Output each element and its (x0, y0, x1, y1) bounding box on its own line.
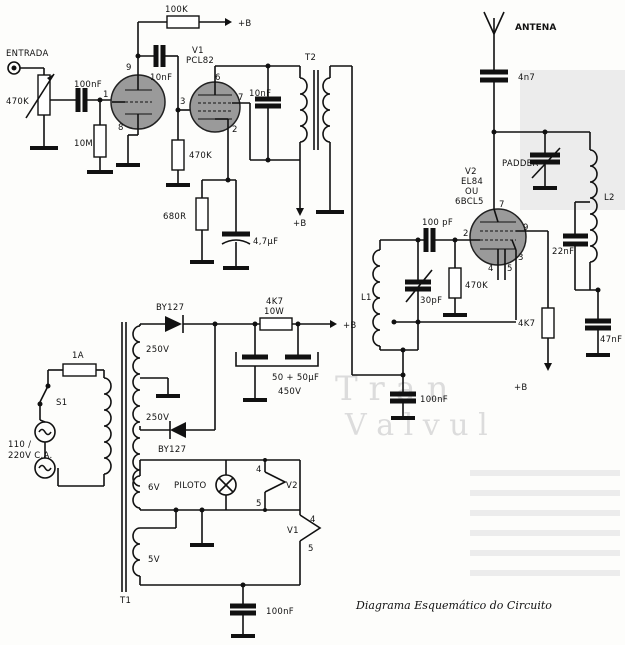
label-mains-a: 110 / (8, 440, 31, 450)
label-h-pin4-v1: 4 (310, 515, 316, 525)
label-r-680r: 680R (163, 212, 186, 222)
grid-resistor-10m (93, 124, 107, 158)
label-fuse-1a: 1A (72, 351, 84, 361)
grid-resistor-470k-v2 (448, 267, 462, 299)
label-v2-type: EL84 (461, 177, 483, 187)
label-v250-bot: 250V (146, 413, 169, 423)
v2-heater-element (264, 471, 287, 493)
plus-b-arrow (225, 18, 232, 26)
heater-winding-6v (132, 475, 141, 509)
label-r-100k: 100K (165, 5, 188, 15)
label-c-100pf: 100 pF (422, 218, 453, 228)
label-v5: 5V (148, 555, 160, 565)
output-transformer-t2 (296, 65, 353, 375)
primary-winding (103, 377, 112, 475)
label-h-pin4-v2: 4 (256, 465, 262, 475)
antenna-icon (483, 11, 505, 60)
label-c-filter-b: 450V (278, 387, 301, 397)
label-c-100nf-bottom: 100nF (266, 607, 294, 617)
grid-resistor-470k (171, 139, 185, 171)
label-c-4n7: 4n7 (518, 73, 535, 83)
label-plus-b-ps: +B (343, 321, 357, 331)
v1-heater-element (299, 514, 322, 542)
label-t1: T1 (119, 596, 131, 606)
cathode-resistor-680r (195, 197, 209, 231)
label-h-pin5-v2: 5 (256, 499, 262, 509)
label-v2-pin4: 4 (488, 264, 494, 274)
label-pot-470k: 470K (6, 97, 29, 107)
power-supply-section (34, 315, 337, 638)
label-v6: 6V (148, 483, 160, 493)
preamp-section (7, 15, 353, 375)
label-mains-b: 220V C.A. (8, 451, 52, 461)
label-c-47nf: 47nF (600, 335, 622, 345)
label-r-4k7-v2: 4K7 (518, 319, 535, 329)
label-r-4k7-10w-b: 10W (264, 307, 284, 317)
hv-secondary-winding (132, 325, 141, 487)
label-antena: ANTENA (515, 23, 556, 33)
coil-l1 (372, 249, 381, 347)
label-v2-name: V2 (465, 167, 477, 177)
label-v1-name: V1 (192, 46, 204, 56)
label-h-v1: V1 (287, 526, 299, 536)
label-pin3: 3 (180, 97, 186, 107)
rectifier-diode-top (165, 316, 182, 332)
oscillator-section (352, 11, 611, 420)
fuse-1a (62, 363, 97, 377)
label-by127-bot: BY127 (158, 445, 186, 455)
label-r-470k-grid: 470K (189, 151, 212, 161)
screen-resistor-4k7 (541, 307, 555, 339)
dropping-resistor-4k7-10w (259, 317, 293, 331)
label-pin7: 7 (238, 93, 244, 103)
label-v2-or: OU (465, 187, 479, 197)
label-l2: L2 (604, 193, 615, 203)
label-c-10nf-coupling: 10nF (150, 73, 172, 83)
label-pin2: 2 (232, 125, 238, 135)
diagram-caption: Diagrama Esquemático do Circuito (355, 599, 552, 612)
label-c-100nf-in: 100nF (74, 80, 102, 90)
svg-text:V a l v u l: V a l v u l (344, 408, 488, 443)
label-piloto: PILOTO (174, 481, 206, 491)
label-plus-b-t2: +B (293, 219, 307, 229)
label-l1: L1 (361, 293, 372, 303)
label-c-filter-a: 50 + 50µF (272, 373, 319, 383)
label-v1-type: PCL82 (186, 56, 214, 66)
rectifier-diode-bottom (170, 422, 186, 438)
label-c-10nf-plate: 10nF (249, 89, 271, 99)
label-c-100nf-mid: 100nF (420, 395, 448, 405)
label-v250-top: 250V (146, 345, 169, 355)
label-by127-top: BY127 (156, 303, 184, 313)
label-plus-b-top: +B (238, 19, 252, 29)
label-r-470k-v2: 470K (465, 281, 488, 291)
label-v2-pin5: 5 (507, 264, 513, 274)
label-h-pin5-v1: 5 (308, 544, 314, 554)
label-entrada: ENTRADA (6, 49, 49, 59)
coil-l2 (589, 149, 598, 263)
label-v2-pin3: 3 (518, 253, 524, 263)
labels: 100K +B ENTRADA 10nF V1 PCL82 9 6 3 7 1 … (6, 5, 622, 617)
label-v2-pin2: 2 (463, 229, 469, 239)
label-pin6: 6 (215, 73, 221, 83)
label-r-4k7-10w-a: 4K7 (266, 297, 283, 307)
label-h-v2: V2 (286, 481, 298, 491)
label-v2-pin9: 9 (523, 223, 529, 233)
label-v2-alt: 6BCL5 (455, 197, 484, 207)
label-v2-pin7: 7 (499, 200, 505, 210)
heater-winding-5v (132, 527, 141, 577)
label-t2: T2 (304, 53, 316, 63)
label-pin1: 1 (103, 90, 109, 100)
label-pin9: 9 (126, 63, 132, 73)
bleed-through-art: T r a n V a l v u l (335, 70, 625, 576)
label-c-22nf: 22nF (552, 247, 574, 257)
label-plus-b-v2: +B (514, 383, 528, 393)
label-c-30pf: 30pF (420, 296, 442, 306)
plate-resistor-100k (166, 15, 200, 29)
label-c-47uf: 4,7µF (253, 237, 278, 247)
label-padder: PADDER (502, 159, 539, 169)
label-r-10m: 10M (74, 139, 93, 149)
label-s1: S1 (56, 398, 67, 408)
label-pin8: 8 (118, 123, 124, 133)
